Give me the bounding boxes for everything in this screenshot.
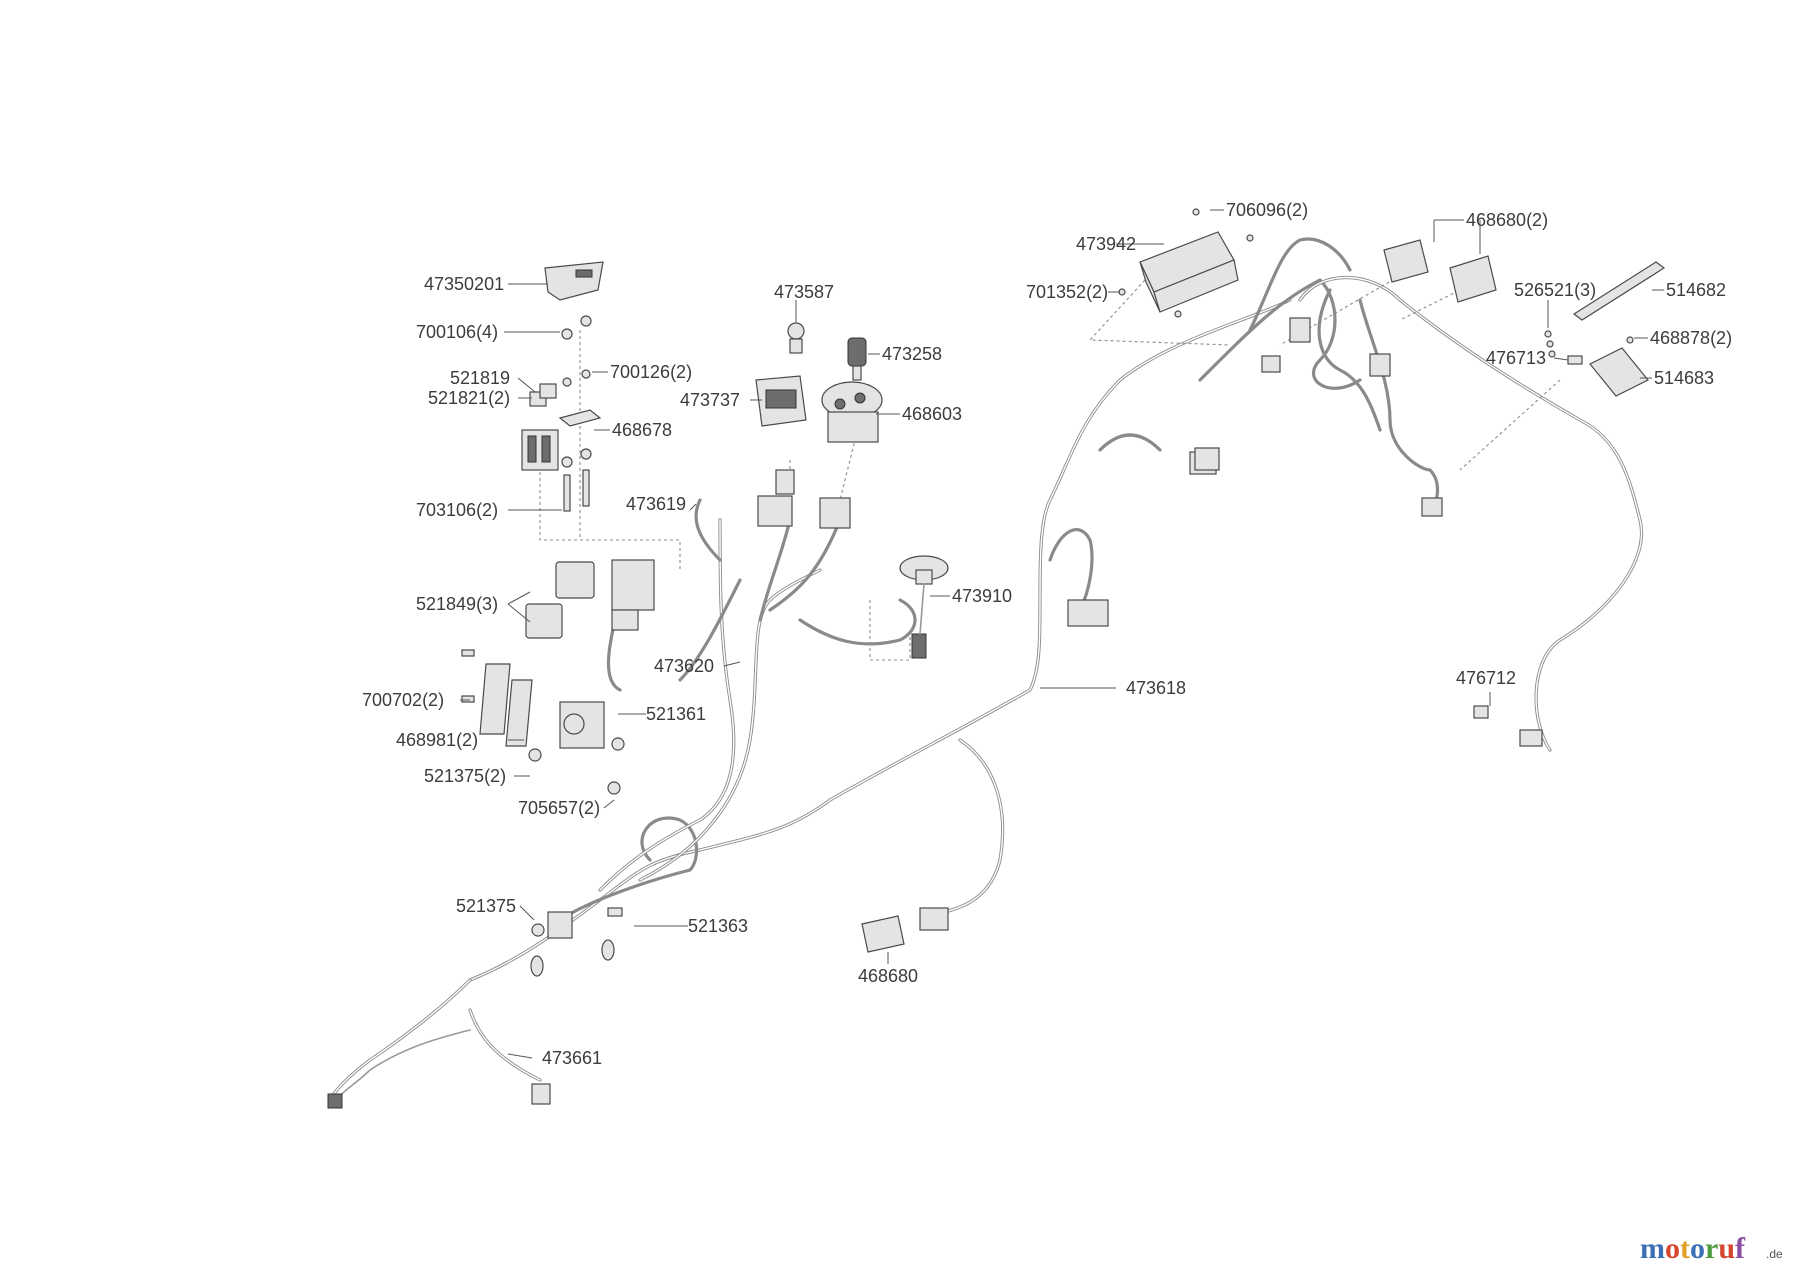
thin-lead-wire	[334, 1029, 471, 1101]
callout-701352: 701352(2)	[1026, 282, 1108, 302]
callout-473661: 473661	[542, 1048, 602, 1068]
ignition-key-part	[847, 337, 867, 381]
callout-leaders	[460, 209, 1664, 1059]
callout-473619: 473619	[626, 494, 686, 514]
control-panel-part	[819, 381, 883, 529]
callout-468981: 468981(2)	[396, 730, 478, 750]
logo-suffix: .de	[1766, 1247, 1783, 1261]
ignition-switch-part	[787, 322, 805, 354]
logo-letter: m	[1640, 1232, 1665, 1265]
callout-473258: 473258	[882, 344, 942, 364]
callout-706096: 706096(2)	[1226, 200, 1308, 220]
assembly-guide-lines	[539, 269, 1561, 661]
logo-letter: t	[1680, 1232, 1690, 1265]
logo-letter: r	[1705, 1232, 1718, 1265]
callout-705657: 705657(2)	[518, 798, 600, 818]
callout-473587: 473587	[774, 282, 834, 302]
callout-521849: 521849(3)	[416, 594, 498, 614]
svg-text:motoruf: motoruf	[1640, 1232, 1746, 1265]
callout-468680-pair: 468680(2)	[1466, 210, 1548, 230]
callout-47350201: 47350201	[424, 274, 504, 294]
callout-521821: 521821(2)	[428, 388, 510, 408]
callout-476713: 476713	[1486, 348, 1546, 368]
callout-700126: 700126(2)	[610, 362, 692, 382]
rear-connector-part	[327, 1083, 551, 1109]
callout-473618: 473618	[1126, 678, 1186, 698]
logo-letter: o	[1690, 1232, 1705, 1265]
callout-468680: 468680	[858, 966, 918, 986]
callout-473910: 473910	[952, 586, 1012, 606]
callout-521361: 521361	[646, 704, 706, 724]
callout-526521: 526521(3)	[1514, 280, 1596, 300]
callout-473737: 473737	[680, 390, 740, 410]
relay-part	[525, 559, 655, 639]
callout-521363: 521363	[688, 916, 748, 936]
callout-468678: 468678	[612, 420, 672, 440]
callout-473942: 473942	[1076, 234, 1136, 254]
callout-703106: 703106(2)	[416, 500, 498, 520]
main-harness	[328, 237, 1644, 1102]
relay-cover-part	[544, 261, 604, 301]
callout-521819: 521819	[450, 368, 510, 388]
upper-relay-part	[1194, 239, 1543, 747]
rocker-switch-part	[755, 375, 807, 527]
logo-letter: f	[1735, 1232, 1746, 1265]
callout-514683: 514683	[1654, 368, 1714, 388]
motoruf-logo: motoruf .de	[1640, 1232, 1783, 1265]
lamp-connector-part	[1473, 705, 1489, 719]
logo-letter: u	[1718, 1232, 1735, 1265]
logo-letter: o	[1665, 1232, 1680, 1265]
callout-labels: 47350201 700106(4) 521819 521821(2) 7001…	[362, 200, 1732, 1068]
ground-terminal-part	[530, 907, 623, 977]
callout-473620: 473620	[654, 656, 714, 676]
fuse-holder-part	[521, 383, 602, 471]
control-module-part	[1118, 208, 1254, 318]
callout-700702: 700702(2)	[362, 690, 444, 710]
callout-521375-pair: 521375(2)	[424, 766, 506, 786]
callout-514682: 514682	[1666, 280, 1726, 300]
solenoid-part	[461, 649, 625, 795]
callout-521375: 521375	[456, 896, 516, 916]
callout-468603: 468603	[902, 404, 962, 424]
lower-switch-part	[861, 907, 949, 953]
led-strip-part	[1544, 261, 1666, 397]
fastener-stack	[561, 315, 592, 512]
callout-476712: 476712	[1456, 668, 1516, 688]
callout-468878: 468878(2)	[1650, 328, 1732, 348]
horn-plug-part	[899, 555, 949, 659]
callout-700106: 700106(4)	[416, 322, 498, 342]
